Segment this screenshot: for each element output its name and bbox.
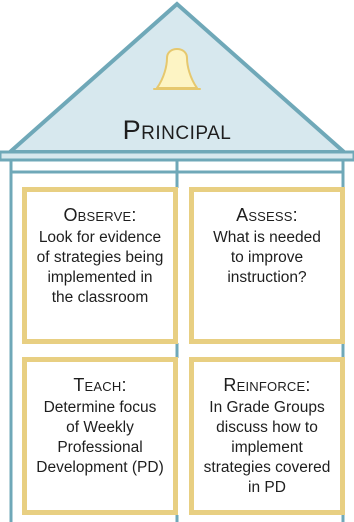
card-title: Reinforce: [223, 375, 311, 395]
card-teach: Teach: Determine focus of Weekly Profess… [22, 357, 178, 515]
bell-icon [153, 48, 201, 90]
card-line: What is needed [213, 229, 321, 246]
card-body: Determine focus of Weekly Professional D… [36, 398, 164, 478]
card-body: What is needed to improve instruction? [213, 228, 321, 288]
card-line: Development (PD) [36, 459, 164, 476]
card-line: Professional [57, 439, 143, 456]
card-line: strategies covered [203, 459, 331, 476]
card-line: implemented in [47, 269, 153, 286]
card-line: In Grade Groups [209, 399, 325, 416]
card-body: In Grade Groups discuss how to implement… [204, 398, 331, 498]
card-line: implement [231, 439, 303, 456]
card-line: Determine focus [43, 399, 157, 416]
card-line: instruction? [227, 269, 307, 286]
card-line: the classroom [51, 289, 149, 306]
card-line: of Weekly [66, 419, 134, 436]
page-title: Principal [123, 115, 232, 145]
card-title: Teach: [73, 375, 127, 395]
card-line: of strategies being [36, 249, 164, 266]
card-line: Look for evidence [38, 229, 162, 246]
card-body: Look for evidence of strategies being im… [37, 228, 164, 308]
card-line: in PD [248, 479, 286, 496]
card-line: to improve [230, 249, 304, 266]
card-title: Assess: [236, 205, 298, 225]
roof-eave [0, 150, 354, 162]
card-title: Observe: [63, 205, 137, 225]
card-reinforce: Reinforce: In Grade Groups discuss how t… [189, 357, 345, 515]
card-assess: Assess: What is needed to improve instru… [189, 187, 345, 344]
card-observe: Observe: Look for evidence of strategies… [22, 187, 178, 344]
card-line: discuss how to [216, 419, 318, 436]
